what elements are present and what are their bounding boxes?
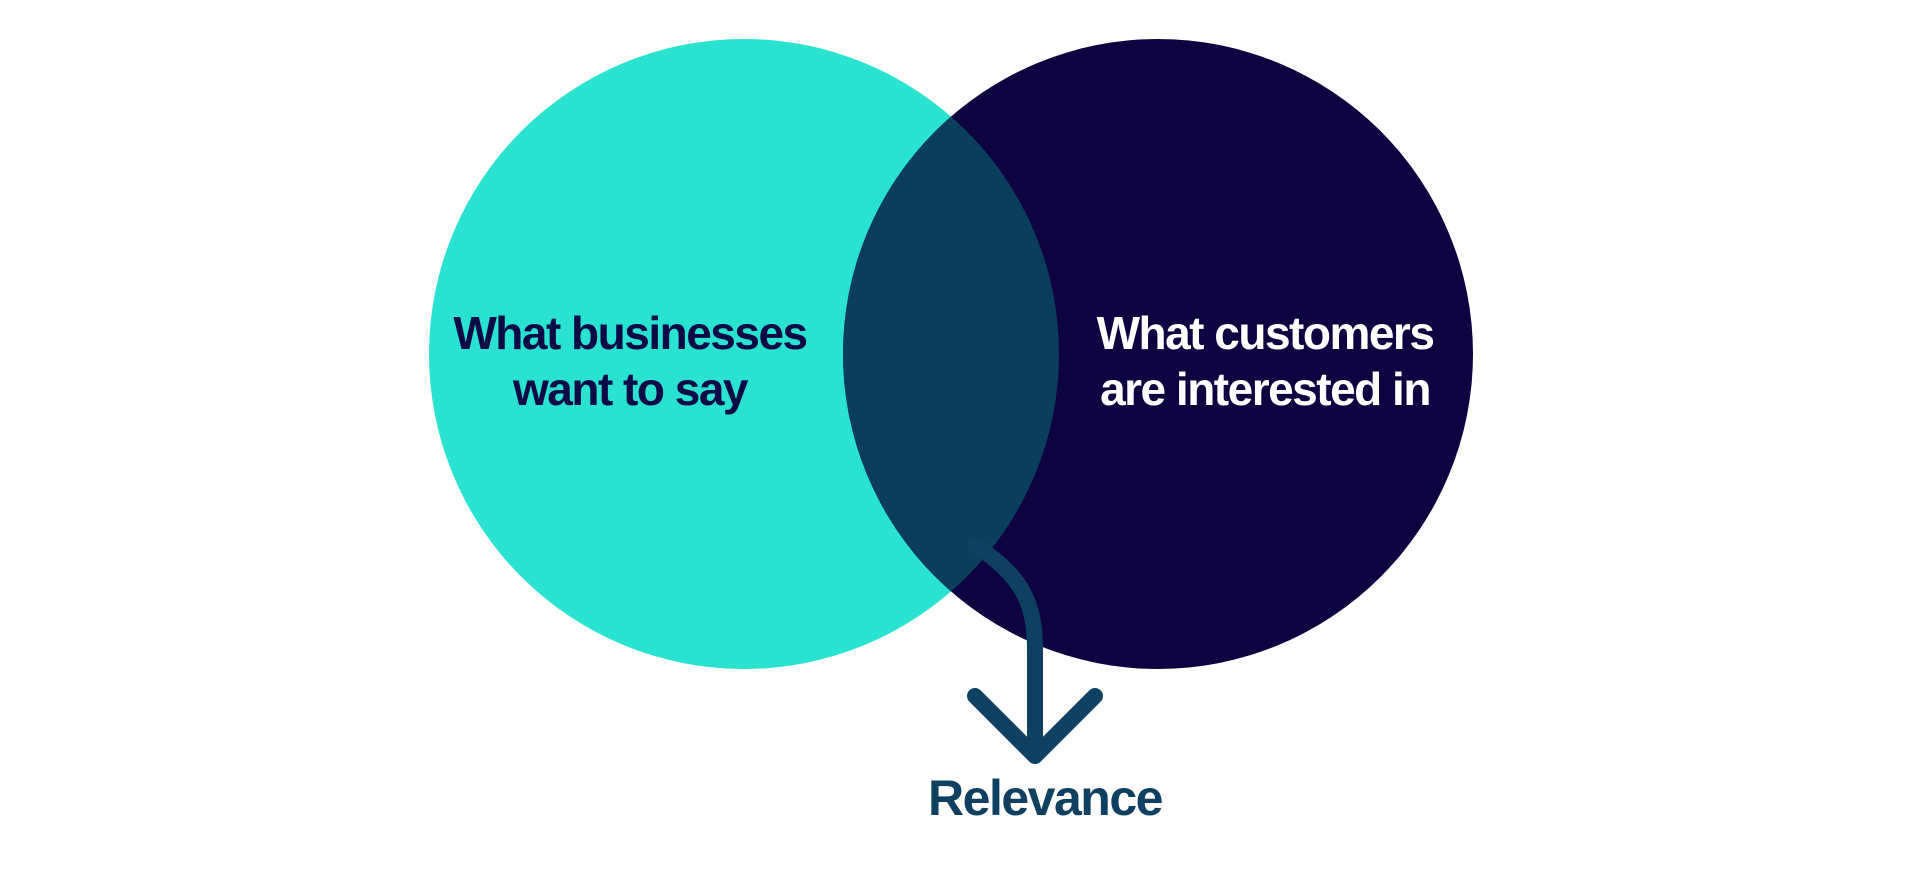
overlap-region bbox=[843, 39, 1059, 669]
left-set-label-line-1: What businesses bbox=[453, 307, 808, 359]
left-set-label-line-2: want to say bbox=[512, 363, 749, 415]
arrow-down-icon bbox=[967, 688, 1103, 764]
right-set-label-line-2: are interested in bbox=[1100, 363, 1431, 415]
right-set-label-line-1: What customers bbox=[1096, 307, 1435, 359]
left-set-label: What businesses want to say bbox=[395, 305, 865, 417]
result-label: Relevance bbox=[928, 770, 1163, 826]
arrow-shaft bbox=[967, 537, 1043, 760]
right-set-label: What customers are interested in bbox=[1030, 305, 1500, 417]
